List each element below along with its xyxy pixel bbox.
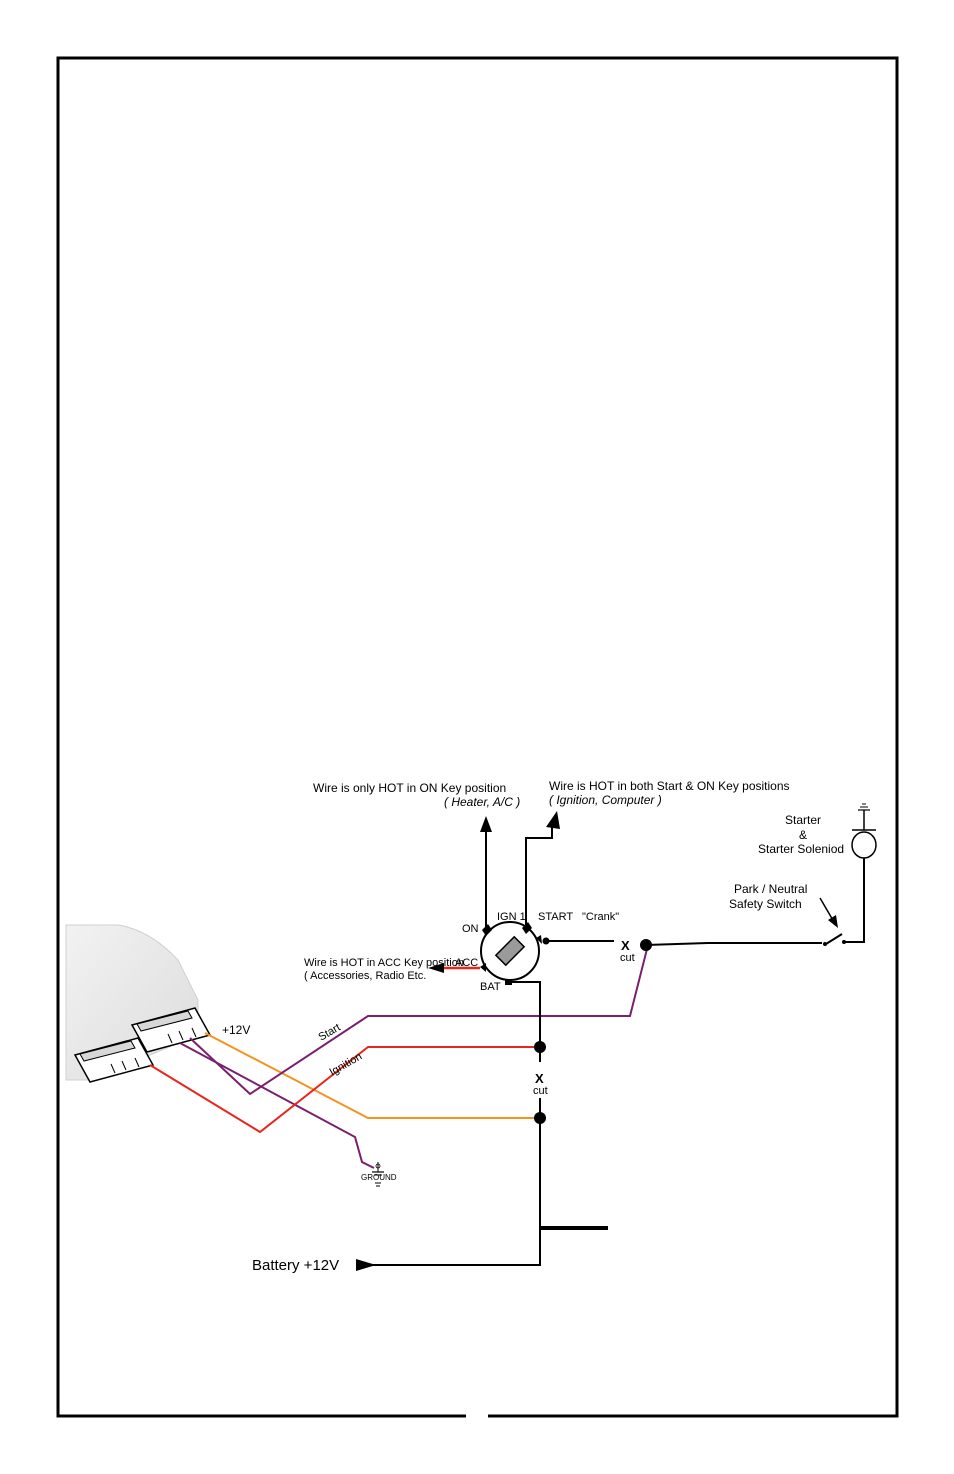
battery-arrow (356, 1259, 376, 1271)
cut-label-battery: cut (533, 1085, 548, 1097)
starter-solenoid (851, 803, 877, 859)
safety-switch-contact-1 (823, 942, 827, 946)
on-key-note: Wire is only HOT in ON Key position (313, 781, 506, 795)
terminal-acc: ACC (455, 957, 478, 969)
splice-power (534, 1112, 546, 1124)
plus12v-label: +12V (222, 1023, 250, 1037)
ign1-output-wire (525, 824, 553, 928)
ground-wire (179, 1042, 375, 1169)
terminal-start: START (538, 911, 573, 923)
terminal-bat: BAT (480, 981, 501, 993)
connector-lower (73, 1037, 155, 1083)
starter-feed-wire (645, 942, 822, 946)
battery-feed-wire (373, 981, 541, 1266)
ground-label: GROUND (361, 1173, 397, 1182)
starter-line1: Starter (785, 813, 821, 827)
acc-output-arrow (428, 963, 444, 973)
cut-label-start: cut (620, 952, 635, 964)
cut-mark-start: X (621, 938, 630, 953)
park-line1: Park / Neutral (734, 882, 807, 896)
safety-switch-blade (825, 933, 843, 945)
cut-mark-battery: X (535, 1071, 544, 1086)
park-line2: Safety Switch (729, 897, 802, 911)
ign1-output-arrow (546, 811, 560, 829)
starter-line2: & (799, 828, 807, 842)
safety-to-starter-wire (844, 858, 865, 943)
acc-sub: ( Accessories, Radio Etc. (304, 970, 426, 982)
on-key-sub: ( Heater, A/C ) (444, 795, 520, 809)
start-on-sub: ( Ignition, Computer ) (549, 793, 662, 807)
ground-symbol: GROUND (361, 1162, 397, 1187)
ignition-switch (480, 921, 550, 985)
battery-label: Battery +12V (252, 1257, 339, 1274)
start-wire (189, 944, 649, 1096)
power-wire (204, 1032, 540, 1119)
cut-gap (535, 1062, 545, 1098)
terminal-on: ON (462, 923, 479, 935)
splice-ignition (534, 1041, 546, 1053)
start-on-note: Wire is HOT in both Start & ON Key posit… (549, 779, 790, 793)
terminal-ign1: IGN 1 (497, 911, 526, 923)
page-number-gap (466, 1412, 488, 1420)
page-frame (56, 56, 899, 1418)
ignition-wire-label: Ignition (328, 1050, 365, 1078)
ignition-wire (149, 1046, 540, 1134)
acc-note: Wire is HOT in ACC Key position (304, 957, 464, 969)
safety-pointer-head (828, 915, 838, 928)
starter-line3: Starter Soleniod (758, 842, 844, 856)
on-output-arrow (480, 816, 492, 832)
crank-label: "Crank" (582, 911, 619, 923)
